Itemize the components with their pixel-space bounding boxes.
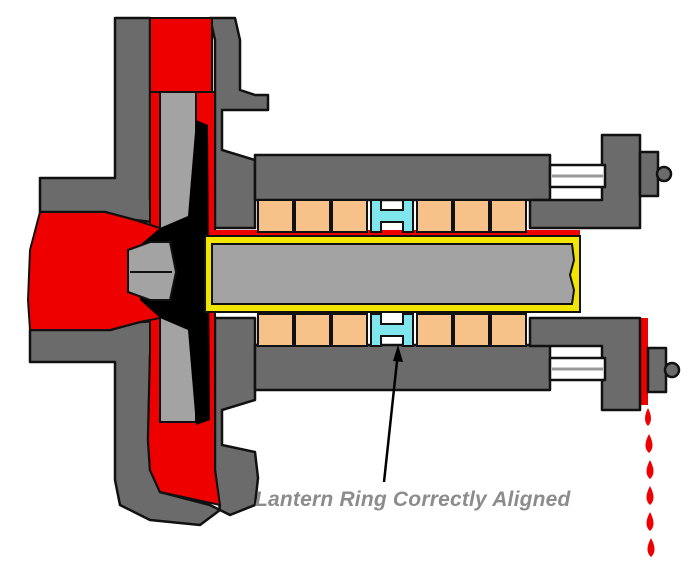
impeller	[127, 91, 210, 425]
stuffing-box-bottom	[253, 343, 552, 392]
pump-casing	[28, 16, 270, 527]
packing-ring	[294, 199, 331, 233]
packing-ring	[294, 313, 331, 347]
gland-bottom-nut	[646, 346, 668, 394]
stuffing-box-housing	[253, 153, 552, 392]
lantern-ring-top	[370, 199, 414, 233]
packing-gland-bottom	[528, 316, 681, 412]
packing-rings-bottom	[257, 313, 527, 347]
diagram-caption: Lantern Ring Correctly Aligned	[255, 488, 571, 511]
packing-gland-top	[528, 133, 673, 230]
packing-ring	[453, 199, 490, 233]
gland-top-nut	[638, 150, 660, 198]
gland-top-body	[528, 133, 642, 230]
gland-bottom-body	[528, 316, 642, 412]
casing-lower-right-wall	[213, 316, 260, 517]
leak-drips	[645, 408, 655, 557]
stuffing-box-top	[253, 153, 552, 202]
fluid-top-channel	[149, 17, 213, 93]
packing-ring	[416, 313, 453, 347]
shaft	[211, 243, 576, 305]
leak-drip	[645, 434, 653, 453]
leak-drip	[646, 460, 654, 479]
leak-drip	[646, 512, 654, 531]
callout-arrow	[382, 345, 403, 483]
packing-ring	[490, 313, 527, 347]
shaft-assembly	[204, 235, 581, 313]
packing-ring	[257, 199, 294, 233]
leak-drip	[646, 486, 654, 505]
packing-ring	[490, 199, 527, 233]
packing-ring	[331, 199, 368, 233]
leak-drip	[647, 538, 655, 557]
packing-ring	[331, 313, 368, 347]
packing-ring	[257, 313, 294, 347]
gland-top-bolt-end	[655, 165, 673, 183]
lantern-ring-bottom	[370, 313, 414, 347]
packing-ring	[416, 199, 453, 233]
packing-ring	[453, 313, 490, 347]
casing-upper-right-wall	[208, 16, 270, 230]
leak-drip	[645, 408, 651, 426]
gland-bottom-bolt-end	[663, 361, 681, 379]
packing-rings-top	[257, 199, 527, 233]
